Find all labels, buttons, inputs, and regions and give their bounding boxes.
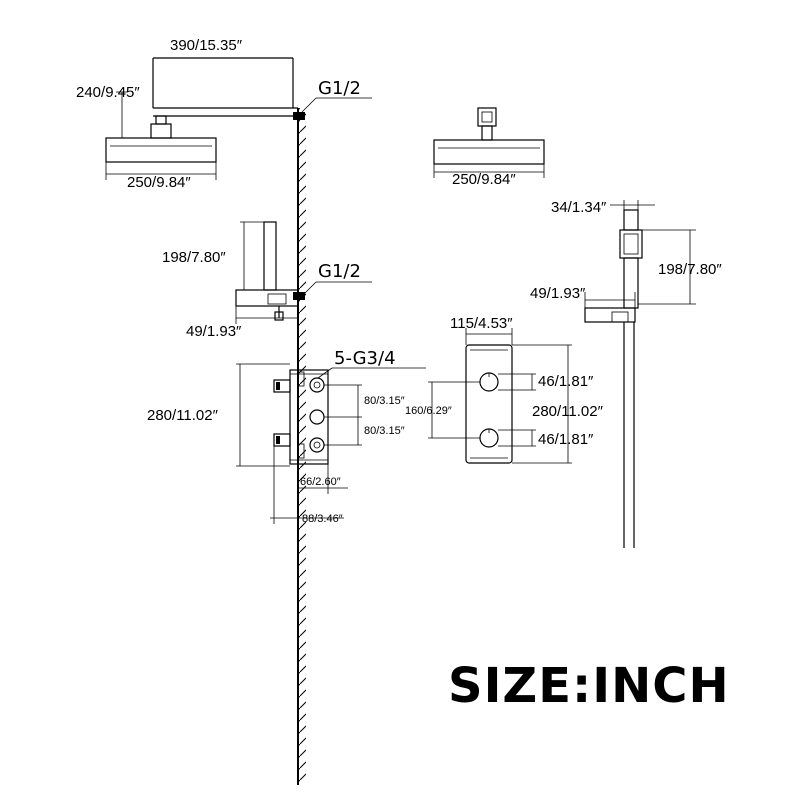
hand-height-dimension: 198/7.80″ [638, 229, 722, 305]
holder-height-label: 198/7.80″ [162, 249, 226, 266]
hand-shower-holder [235, 221, 305, 321]
hand-width-dimension: 34/1.34″ [551, 199, 655, 216]
hand-shower [584, 209, 643, 548]
port-spacing-2-label: 80/3.15″ [364, 425, 405, 437]
plate-height-label: 280/11.02″ [532, 403, 604, 420]
valve-body-height-label: 280/11.02″ [147, 407, 219, 424]
knob-top-label: 46/1.81″ [538, 373, 594, 390]
holder-height-dimension: 198/7.80″ [162, 221, 264, 291]
thread-valve-callout: 5-G3/4 [317, 348, 426, 379]
wall [297, 108, 306, 785]
thread-top-callout: G1/2 [301, 78, 372, 113]
shower-arm-assembly [150, 57, 305, 139]
rain-shower-head-left [105, 137, 217, 163]
head-right-width-dimension: 250/9.84″ [433, 164, 545, 188]
port-spacing-dimension: 80/3.15″ 80/3.15″ [324, 384, 405, 446]
depth-min-label: 66/2.60″ [300, 476, 341, 488]
head-right-width-label: 250/9.84″ [452, 171, 516, 188]
port-total-label: 160/6.29″ [405, 405, 452, 417]
size-caption: SIZE:INCH [448, 658, 730, 714]
arm-drop-label: 240/9.45″ [76, 84, 140, 101]
plate-width-label: 115/4.53″ [450, 315, 513, 332]
valve-body-height-dimension: 280/11.02″ [147, 363, 290, 467]
port-total-dimension: 160/6.29″ [405, 381, 480, 439]
thread-mid-label: G1/2 [318, 261, 361, 282]
valve-trim-plate [465, 344, 513, 464]
depth-max-dimension: 88/3.46″ [270, 446, 344, 525]
hand-width-label: 34/1.34″ [551, 199, 607, 216]
depth-min-dimension: 66/2.60″ [297, 464, 348, 494]
hand-outlet-dimension: 49/1.93″ [530, 285, 636, 308]
plate-width-dimension: 115/4.53″ [450, 315, 513, 345]
knob-top-dimension: 46/1.81″ [498, 373, 594, 391]
arm-length-dimension: 390/15.35″ [153, 37, 293, 59]
head-left-width-label: 250/9.84″ [127, 174, 191, 191]
arm-drop-dimension: 240/9.45″ [76, 84, 140, 139]
hand-outlet-label: 49/1.93″ [530, 285, 586, 302]
thread-top-label: G1/2 [318, 78, 361, 99]
thread-mid-callout: G1/2 [301, 261, 372, 297]
knob-bottom-dimension: 46/1.81″ [498, 429, 594, 448]
knob-bottom-label: 46/1.81″ [538, 431, 594, 448]
head-left-width-dimension: 250/9.84″ [105, 162, 217, 191]
hand-height-label: 198/7.80″ [658, 261, 722, 278]
arm-length-label: 390/15.35″ [170, 37, 243, 54]
outlet-depth-dimension: 49/1.93″ [186, 306, 299, 340]
plate-height-dimension: 280/11.02″ [512, 344, 604, 464]
outlet-depth-label: 49/1.93″ [186, 323, 242, 340]
rain-shower-head-right [433, 107, 545, 165]
port-spacing-1-label: 80/3.15″ [364, 395, 405, 407]
depth-max-label: 88/3.46″ [302, 513, 343, 525]
thread-valve-label: 5-G3/4 [334, 348, 396, 369]
